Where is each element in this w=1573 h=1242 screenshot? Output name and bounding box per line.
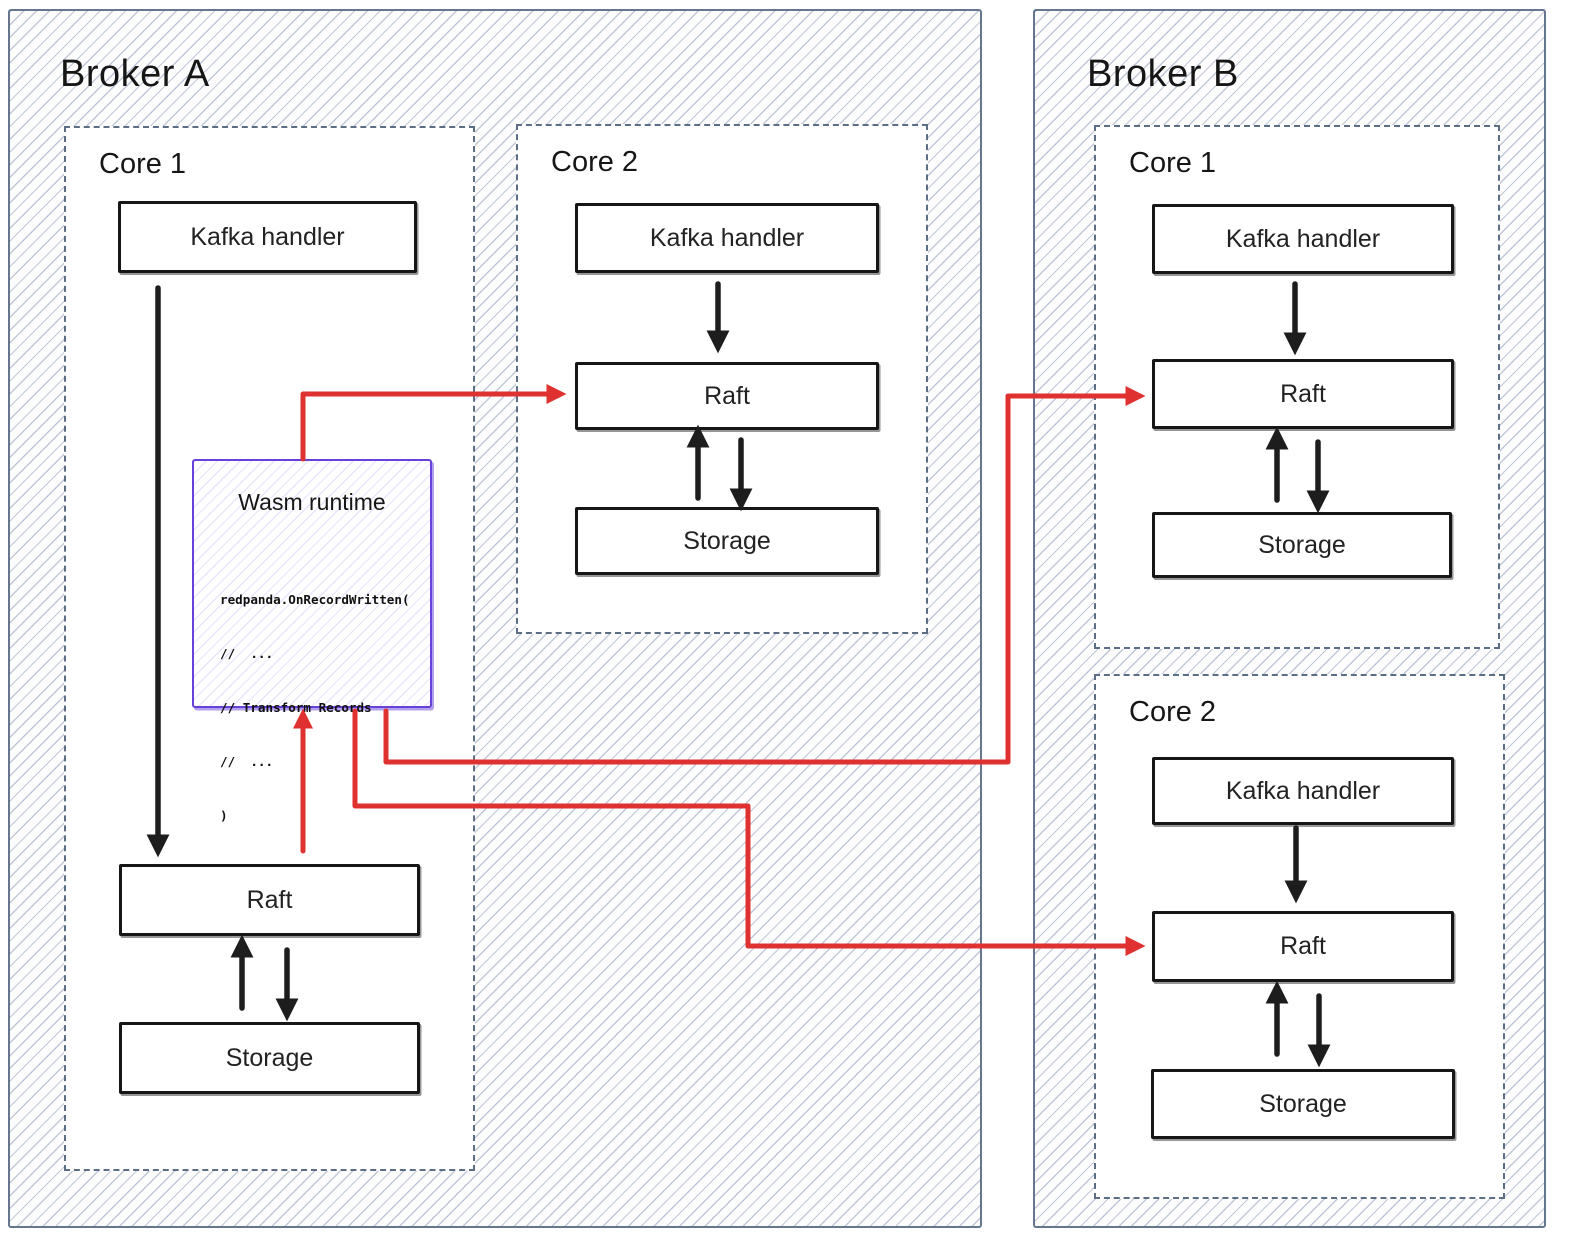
- node-broker-a-core-1-raft: Raft: [119, 864, 420, 936]
- node-label: Raft: [1280, 379, 1326, 408]
- node-label: Storage: [1259, 1089, 1347, 1118]
- node-broker-a-core-2-kafka-handler: Kafka handler: [575, 203, 879, 273]
- code-line: // Transform Records: [220, 700, 372, 715]
- node-broker-b-core-1-kafka-handler: Kafka handler: [1152, 204, 1454, 274]
- node-label: Storage: [683, 526, 771, 555]
- node-label: Storage: [225, 1043, 314, 1072]
- node-wasm-runtime: Wasm runtime redpanda.OnRecordWritten( /…: [192, 459, 432, 823]
- wasm-runtime-title: Wasm runtime: [238, 489, 386, 515]
- node-broker-a-core-1-storage: Storage: [119, 1022, 420, 1094]
- node-label: Kafka handler: [190, 222, 345, 251]
- code-line: redpanda.OnRecordWritten(: [220, 592, 410, 607]
- node-label: Kafka handler: [1225, 224, 1381, 253]
- broker-a-container: Broker A Core 1 Core 2 Kafka handler Was…: [8, 9, 982, 1228]
- code-line: ): [220, 808, 228, 823]
- node-broker-b-core-2-kafka-handler: Kafka handler: [1152, 757, 1454, 825]
- broker-b-title: Broker B: [1087, 53, 1239, 95]
- wasm-code-snippet: redpanda.OnRecordWritten( // ... // Tran…: [220, 555, 410, 861]
- code-line: // ...: [220, 646, 274, 661]
- node-broker-b-core-1-storage: Storage: [1152, 512, 1452, 578]
- node-label: Storage: [1258, 530, 1346, 559]
- broker-a-core-2-label: Core 2: [551, 146, 639, 178]
- node-label: Raft: [704, 381, 750, 410]
- node-broker-a-core-1-kafka-handler: Kafka handler: [118, 201, 417, 273]
- broker-b-core-1-label: Core 1: [1129, 147, 1217, 179]
- node-label: Raft: [246, 885, 293, 914]
- node-broker-b-core-2-raft: Raft: [1152, 911, 1454, 982]
- node-broker-b-core-2-storage: Storage: [1151, 1069, 1455, 1139]
- broker-b-core-2-label: Core 2: [1129, 696, 1217, 728]
- code-line: // ...: [220, 754, 274, 769]
- node-label: Raft: [1280, 932, 1326, 960]
- node-broker-a-core-2-storage: Storage: [575, 507, 879, 575]
- node-broker-a-core-2-raft: Raft: [575, 362, 879, 430]
- node-label: Kafka handler: [1225, 776, 1381, 805]
- broker-b-container: Broker B Core 1 Core 2 Kafka handler Raf…: [1033, 9, 1546, 1228]
- broker-a-core-1-label: Core 1: [99, 148, 187, 180]
- node-label: Kafka handler: [649, 223, 805, 252]
- node-broker-b-core-1-raft: Raft: [1152, 359, 1454, 429]
- broker-a-title: Broker A: [60, 53, 210, 95]
